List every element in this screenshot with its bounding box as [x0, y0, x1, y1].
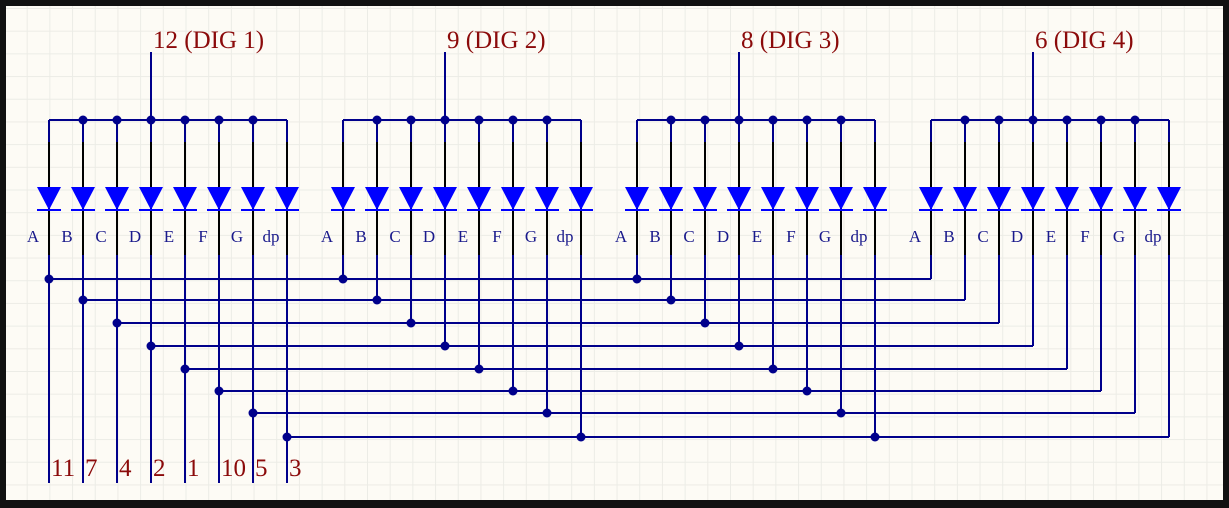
junction-dot	[836, 408, 846, 418]
segment-label: D	[129, 227, 141, 246]
diode-C	[105, 187, 129, 210]
diode-G	[241, 187, 265, 210]
diode-dp	[569, 187, 593, 210]
digit-label: 9 (DIG 2)	[447, 27, 546, 54]
junction-dot	[508, 386, 518, 396]
pin-label: 2	[153, 455, 166, 482]
segment-label: B	[649, 227, 660, 246]
digit-label: 12 (DIG 1)	[153, 27, 264, 54]
junction-dot	[666, 295, 676, 305]
diode-F	[1089, 187, 1113, 210]
pin-label: 7	[85, 455, 98, 482]
segment-label: A	[27, 227, 40, 246]
segment-label: G	[1113, 227, 1125, 246]
segment-label: dp	[1145, 227, 1162, 246]
junction-dot	[734, 341, 744, 351]
segment-label: G	[231, 227, 243, 246]
diode-B	[71, 187, 95, 210]
pin-label: 4	[119, 455, 132, 482]
segment-label: dp	[263, 227, 280, 246]
segment-label: E	[164, 227, 174, 246]
segment-label: A	[909, 227, 922, 246]
diode-B	[659, 187, 683, 210]
segment-label: dp	[851, 227, 868, 246]
segment-label: D	[423, 227, 435, 246]
segment-label: D	[717, 227, 729, 246]
diode-dp	[1157, 187, 1181, 210]
digit-label: 8 (DIG 3)	[741, 27, 840, 54]
junction-dot	[474, 364, 484, 374]
diode-B	[365, 187, 389, 210]
segment-label: G	[525, 227, 537, 246]
pin-label: 10	[221, 455, 246, 482]
segment-label: F	[198, 227, 207, 246]
segment-label: F	[492, 227, 501, 246]
junction-dot	[576, 432, 586, 442]
junction-dot	[440, 341, 450, 351]
diode-F	[207, 187, 231, 210]
segment-label: E	[752, 227, 762, 246]
diode-G	[829, 187, 853, 210]
segment-label: C	[683, 227, 694, 246]
segment-label: dp	[557, 227, 574, 246]
diode-D	[433, 187, 457, 210]
pin-label: 5	[255, 455, 268, 482]
segment-label: A	[615, 227, 628, 246]
junction-dot	[406, 318, 416, 328]
diode-G	[535, 187, 559, 210]
diode-E	[173, 187, 197, 210]
segment-label: B	[355, 227, 366, 246]
diode-D	[139, 187, 163, 210]
segment-label: B	[943, 227, 954, 246]
diode-G	[1123, 187, 1147, 210]
segment-label: E	[458, 227, 468, 246]
segment-label: A	[321, 227, 334, 246]
diode-A	[331, 187, 355, 210]
pin-label: 1	[187, 455, 200, 482]
diode-E	[467, 187, 491, 210]
schematic-canvas	[6, 6, 1223, 500]
segment-label: C	[977, 227, 988, 246]
segment-label: F	[1080, 227, 1089, 246]
diode-C	[987, 187, 1011, 210]
junction-dot	[542, 408, 552, 418]
junction-dot	[632, 274, 642, 284]
junction-dot	[870, 432, 880, 442]
junction-dot	[802, 386, 812, 396]
diode-A	[919, 187, 943, 210]
digit-label: 6 (DIG 4)	[1035, 27, 1134, 54]
segment-label: C	[95, 227, 106, 246]
junction-dot	[372, 295, 382, 305]
diode-A	[625, 187, 649, 210]
diode-D	[1021, 187, 1045, 210]
diode-dp	[863, 187, 887, 210]
pin-label: 11	[51, 455, 75, 482]
junction-dot	[700, 318, 710, 328]
segment-label: C	[389, 227, 400, 246]
segment-label: B	[61, 227, 72, 246]
junction-dot	[768, 364, 778, 374]
diode-C	[693, 187, 717, 210]
diode-E	[1055, 187, 1079, 210]
diode-F	[795, 187, 819, 210]
segment-label: G	[819, 227, 831, 246]
diode-D	[727, 187, 751, 210]
segment-label: E	[1046, 227, 1056, 246]
segment-label: D	[1011, 227, 1023, 246]
pin-label: 3	[289, 455, 302, 482]
diode-A	[37, 187, 61, 210]
diode-dp	[275, 187, 299, 210]
diode-F	[501, 187, 525, 210]
diode-C	[399, 187, 423, 210]
diode-B	[953, 187, 977, 210]
segment-label: F	[786, 227, 795, 246]
diode-E	[761, 187, 785, 210]
junction-dot	[338, 274, 348, 284]
